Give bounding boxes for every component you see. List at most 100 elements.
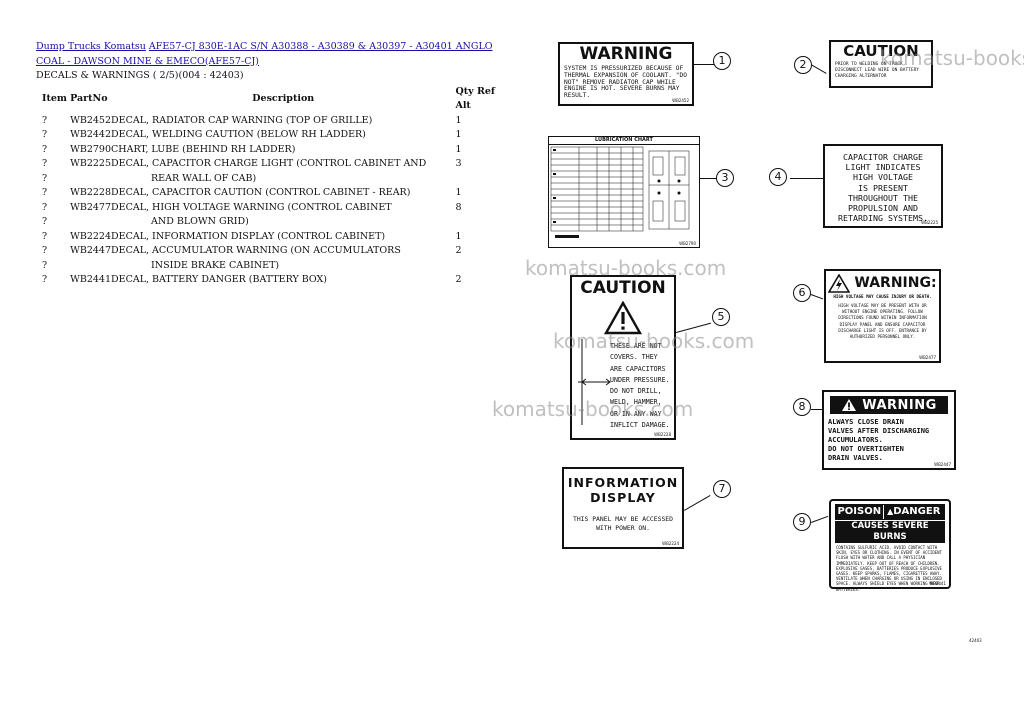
table-header-row: Item PartNo Description Qty Ref Alt: [36, 85, 506, 114]
row-description: REAR WALL OF CAB): [151, 172, 257, 184]
header-qty: Qty: [455, 85, 474, 97]
decal-8-line: ALWAYS CLOSE DRAIN: [828, 418, 904, 426]
row-item: ?: [42, 230, 48, 242]
row-description: CHART, LUBE (BEHIND RH LADDER): [111, 143, 296, 155]
row-item: ?: [42, 187, 48, 198]
row-description: DECAL, RADIATOR CAP WARNING (TOP OF GRIL…: [111, 114, 373, 126]
callout-7: 7: [713, 480, 731, 498]
capacitor-outline-graphic: [578, 339, 611, 425]
decal-lube-chart: LUBRICATION CHART: [548, 136, 700, 248]
leader-line-7: [684, 495, 711, 511]
parts-list-panel: Dump Trucks Komatsu AFE57-CJ 830E-1AC S/…: [36, 40, 506, 288]
row-qty: 2: [455, 245, 462, 256]
decal-5-line: OR IN ANY WAY: [610, 409, 662, 418]
row-description: AND BLOWN GRID): [151, 216, 249, 227]
decal-8-line: DO NOT OVERTIGHTEN: [828, 445, 904, 453]
row-description: DECAL, WELDING CAUTION (BELOW RH LADDER): [111, 129, 366, 140]
decal-5-title: CAUTION: [580, 278, 666, 298]
decal-8-title: WARNING: [862, 397, 937, 413]
header-partno: PartNo: [70, 92, 108, 104]
decal-5-line: THESE ARE NOT: [610, 342, 662, 350]
decal-welding-caution: CAUTION PRIOR TO WELDING ON TRUCK, DISCO…: [829, 40, 933, 88]
row-partno: WB2452: [70, 114, 112, 126]
breadcrumb-model-link[interactable]: AFE57-CJ 830E-1AC S/N A30388 - A30389 & …: [36, 41, 493, 67]
decal-6-title: WARNING:: [854, 275, 937, 291]
callout-1: 1: [713, 52, 731, 70]
decal-5-line: INFLICT DAMAGE.: [610, 421, 670, 430]
row-item: ?: [42, 259, 48, 271]
decal-9-header: POISON ▲DANGER: [835, 504, 945, 520]
row-item: ?: [42, 216, 48, 227]
row-qty: 1: [455, 230, 462, 242]
warning-triangle-icon: [842, 399, 857, 411]
row-partno: WB2441: [70, 274, 112, 285]
row-item: ?: [42, 274, 48, 285]
row-description: DECAL, CAPACITOR CHARGE LIGHT (CONTROL C…: [111, 158, 427, 169]
header-ref: Ref: [476, 85, 495, 97]
row-description: DECAL, BATTERY DANGER (BATTERY BOX): [111, 274, 328, 285]
callout-5: 5: [712, 308, 730, 326]
decal-9-title-danger-label: DANGER: [893, 506, 941, 517]
decal-4-code: WB2225: [921, 220, 938, 225]
decal-5-line: WELD, HAMMER,: [610, 398, 662, 407]
leader-line-3: [700, 178, 722, 179]
corner-code: 42403: [969, 638, 982, 643]
table-row: ? AND BLOWN GRID): [36, 215, 506, 230]
decal-4-line: HIGH VOLTAGE: [853, 172, 913, 183]
decal-high-voltage-warning: WARNING: HIGH VOLTAGE MAY CAUSE INJURY O…: [824, 269, 941, 363]
breadcrumb-root-link[interactable]: Dump Trucks Komatsu: [36, 41, 146, 52]
table-row: ?REAR WALL OF CAB): [36, 172, 506, 187]
decal-4-line: PROPULSION AND: [848, 203, 918, 214]
row-qty: 3: [455, 158, 462, 169]
row-qty: 1: [455, 143, 462, 155]
header-alt: Alt: [455, 100, 471, 111]
leader-line-8: [811, 409, 822, 410]
decal-6-lead: HIGH VOLTAGE MAY CAUSE INJURY OR DEATH.: [833, 294, 932, 299]
header-item: Item: [42, 92, 67, 104]
decal-2-text: PRIOR TO WELDING ON TRUCK, DISCONNECT LE…: [835, 62, 919, 79]
callout-6: 6: [793, 284, 811, 302]
decal-4-line: RETARDING SYSTEMS.: [838, 213, 928, 224]
callout-9: 9: [793, 513, 811, 531]
row-qty: 1: [455, 114, 462, 126]
decal-9-subtitle: CAUSES SEVERE BURNS: [835, 521, 945, 543]
decal-1-text: SYSTEM IS PRESSURIZED BECAUSE OF THERMAL…: [564, 65, 687, 100]
decal-diagram: WARNING SYSTEM IS PRESSURIZED BECAUSE OF…: [535, 28, 1020, 678]
decal-1-code: WB2452: [672, 98, 689, 103]
row-description: DECAL, INFORMATION DISPLAY (CONTROL CABI…: [111, 230, 386, 242]
callout-8: 8: [793, 398, 811, 416]
row-item: ?: [42, 114, 48, 126]
breadcrumb: Dump Trucks Komatsu AFE57-CJ 830E-1AC S/…: [36, 40, 506, 69]
row-item: ?: [42, 245, 48, 256]
row-qty: 1: [455, 187, 462, 198]
row-partno: [70, 215, 111, 230]
row-description: DECAL, HIGH VOLTAGE WARNING (CONTROL CAB…: [111, 201, 392, 213]
decal-4-line: THROUGHOUT THE: [848, 192, 918, 203]
row-partno: WB2228: [70, 187, 112, 198]
decal-9-text: CONTAINS SULFURIC ACID. AVOID CONTACT WI…: [836, 545, 942, 592]
row-partno: [70, 259, 111, 274]
decal-2-title: CAUTION: [843, 42, 919, 60]
row-description: DECAL, CAPACITOR CAUTION (CONTROL CABINE…: [111, 187, 411, 198]
decal-3-code: WB2790: [679, 241, 696, 246]
leader-line-4: [790, 178, 823, 179]
decal-5-code: WB2228: [654, 432, 671, 437]
row-partno: WB2447: [70, 245, 112, 256]
row-qty: 2: [455, 274, 462, 285]
table-row: ?INSIDE BRAKE CABINET): [36, 259, 506, 274]
decal-5-line: UNDER PRESSURE.: [610, 375, 670, 384]
decal-8-line: VALVES AFTER DISCHARGING: [828, 427, 930, 435]
caution-triangle-icon: [604, 301, 642, 335]
row-item: ?: [42, 143, 48, 155]
leader-line-2: [810, 64, 827, 74]
